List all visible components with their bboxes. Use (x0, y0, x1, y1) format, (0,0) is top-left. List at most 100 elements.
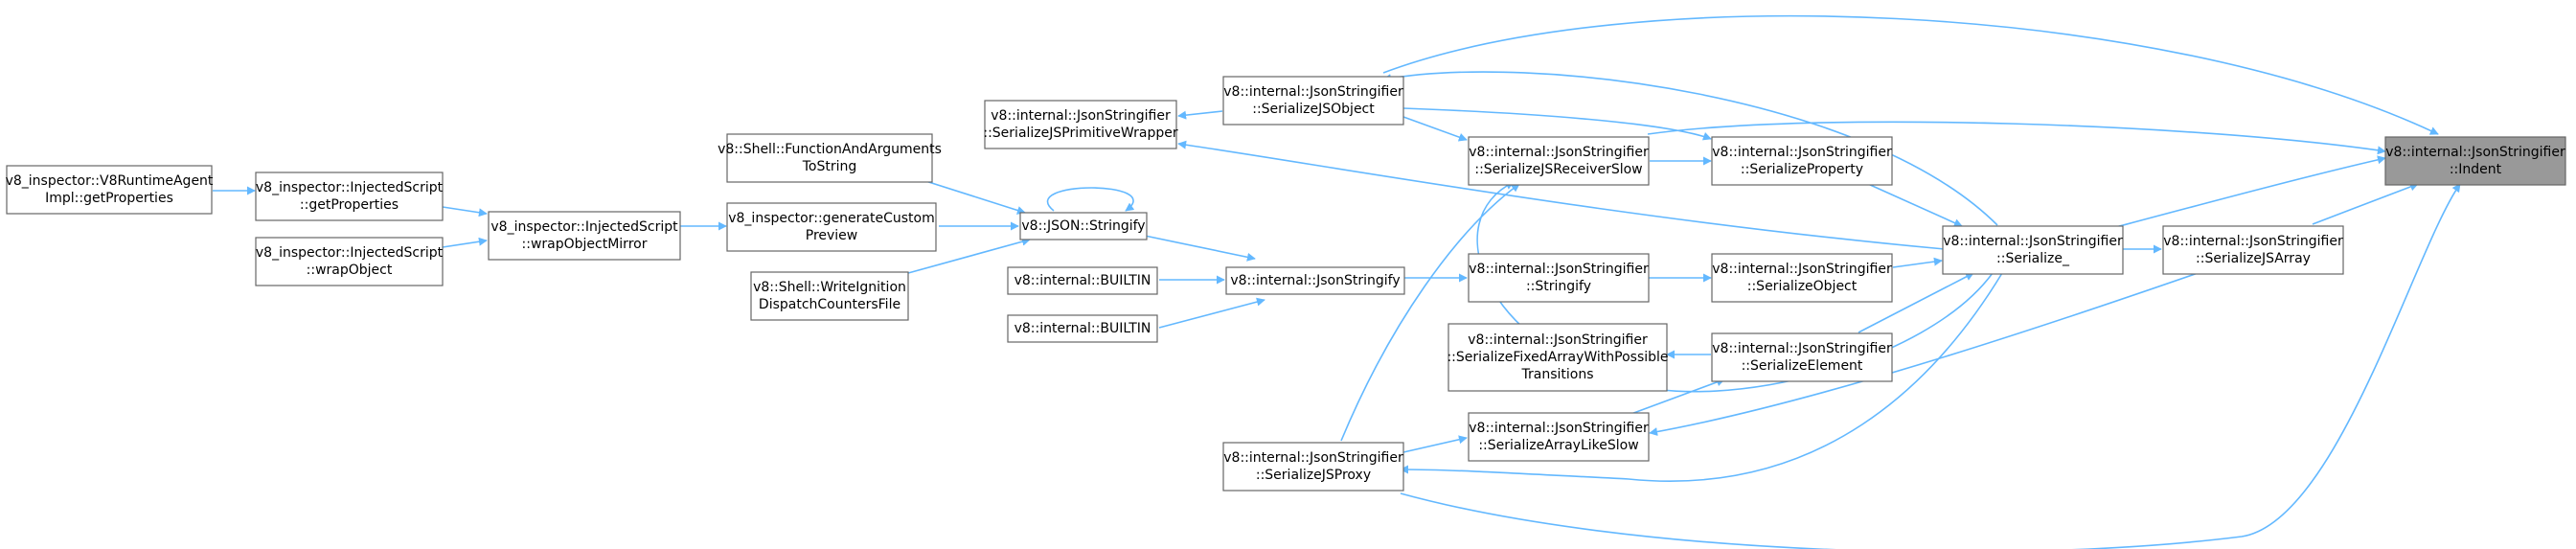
node-label-line: v8_inspector::InjectedScript (490, 219, 678, 235)
node-box (6, 165, 213, 215)
edge-serialize-to-serializejsobject (1382, 71, 1998, 226)
node-box (1468, 412, 1650, 462)
node-v8-inspector-injectedscript-wrapobjectmirror[interactable]: v8_inspector::InjectedScript::wrapObject… (488, 211, 681, 261)
node-v8-internal-jsonstringify[interactable]: v8::internal::JsonStringify (1225, 266, 1405, 295)
node-label-line: v8::internal::JsonStringifier (1469, 262, 1649, 277)
node-label-line: Preview (806, 228, 858, 243)
node-label-line: v8::internal::BUILTIN (1014, 273, 1151, 288)
node-box (726, 202, 937, 252)
node-label-line: v8::JSON::Stringify (1021, 218, 1145, 234)
node-v8-internal-jsonstringifier-indent[interactable]: v8::internal::JsonStringifier::Indent (2384, 136, 2566, 186)
node-box (255, 172, 444, 221)
node-v8-internal-jsonstringifier-serializeproperty[interactable]: v8::internal::JsonStringifier::Serialize… (1711, 136, 1893, 186)
node-box (1468, 136, 1650, 186)
node-label-line: ::SerializeJSReceiverSlow (1474, 162, 1642, 177)
node-label-line: v8_inspector::InjectedScript (256, 245, 444, 261)
node-box (1007, 314, 1158, 343)
node-label-line: DispatchCountersFile (759, 297, 900, 312)
node-box (726, 133, 933, 183)
node-box (750, 271, 909, 321)
node-box (1222, 442, 1404, 492)
edge-builtin2-to-jsonstringify (1158, 297, 1265, 329)
node-label-line: v8::internal::JsonStringifier (2385, 145, 2565, 160)
node-label-line: v8::internal::JsonStringifier (1712, 145, 1892, 160)
node-label-line: ::SerializeElement (1742, 358, 1863, 374)
node-v8-internal-jsonstringifier-serializejsproxy[interactable]: v8::internal::JsonStringifier::Serialize… (1222, 442, 1404, 492)
node-label-line: ::wrapObjectMirror (522, 237, 648, 252)
edge-serializejsobject-to-serializeproperty (1402, 107, 1712, 141)
node-box (1448, 323, 1668, 392)
node-label-line: ::SerializeObject (1747, 279, 1858, 294)
node-box (2384, 136, 2566, 186)
node-box (984, 100, 1177, 149)
node-label-line: v8::Shell::WriteIgnition (753, 280, 906, 295)
node-v8-inspector-injectedscript-wrapobject[interactable]: v8_inspector::InjectedScript::wrapObject (255, 237, 444, 286)
node-label-line: v8::internal::JsonStringifier (1223, 84, 1403, 100)
node-label-line: ::Serialize_ (1996, 251, 2070, 266)
node-label-line: Impl::getProperties (45, 191, 173, 206)
node-box (1942, 225, 2124, 275)
node-v8-inspector-v8runtimeagent-impl-getproperties[interactable]: v8_inspector::V8RuntimeAgentImpl::getPro… (6, 165, 214, 215)
node-v8-internal-jsonstringifier-serializeelement[interactable]: v8::internal::JsonStringifier::Serialize… (1711, 332, 1893, 382)
node-v8-internal-jsonstringifier-serializejsprimitivewrapper[interactable]: v8::internal::JsonStringifier::Serialize… (983, 100, 1178, 149)
node-label-line: ::Indent (2450, 162, 2502, 177)
edge-serializejsobject-to-serializejsreceiverslow (1402, 116, 1468, 142)
node-label-line: v8_inspector::generateCustom (728, 211, 935, 226)
node-v8-inspector-injectedscript-getproperties[interactable]: v8_inspector::InjectedScript::getPropert… (255, 172, 444, 221)
node-v8-internal-builtin[interactable]: v8::internal::BUILTIN (1007, 314, 1158, 343)
edge-serializejsarray-to-indent (2312, 182, 2419, 225)
node-label-line: v8::Shell::FunctionAndArguments (718, 142, 942, 157)
node-label-line: v8::internal::JsonStringifier (1712, 262, 1892, 277)
edge-serializejsproxy-to-serializearraylikeslow (1402, 435, 1468, 453)
node-label-line: ::getProperties (300, 197, 399, 213)
edge-jsonstringify-v8-to-jsonstringify (1144, 235, 1256, 262)
node-v8-internal-jsonstringifier-serializefixedarraywithpossible-transitions[interactable]: v8::internal::JsonStringifier::Serialize… (1447, 323, 1669, 392)
node-box (1222, 76, 1404, 126)
node-v8-internal-jsonstringifier-serialize[interactable]: v8::internal::JsonStringifier::Serialize… (1942, 225, 2124, 275)
node-v8-internal-builtin[interactable]: v8::internal::BUILTIN (1007, 266, 1158, 295)
edge-serializejsreceiverslow-to-indent (1647, 121, 2386, 155)
edge-serializejsobject-to-indent (1382, 14, 2439, 135)
node-box (2162, 225, 2344, 275)
edge-serializejsobject-to-serializejsprimitivewrapper (1177, 110, 1223, 120)
node-box (1007, 266, 1158, 295)
nodes: v8::internal::JsonStringifier::Indentv8:… (6, 76, 2566, 492)
edge-functionandarguments-to-v8json (919, 178, 1026, 215)
node-v8-internal-jsonstringifier-serializejsobject[interactable]: v8::internal::JsonStringifier::Serialize… (1222, 76, 1404, 126)
node-label-line: ::SerializeJSObject (1252, 102, 1375, 117)
node-box (1711, 253, 1893, 303)
node-label-line: v8::internal::JsonStringifier (1943, 234, 2123, 249)
node-box (488, 211, 681, 261)
node-box (1711, 332, 1893, 382)
node-v8-internal-jsonstringifier-serializejsreceiverslow[interactable]: v8::internal::JsonStringifier::Serialize… (1468, 136, 1650, 186)
edge-getproperties-to-wrapobjectmirror (442, 206, 488, 217)
node-label-line: ::Stringify (1526, 279, 1591, 294)
node-box (1225, 266, 1405, 295)
edge-serializeproperty-to-serialize (1867, 183, 1963, 227)
node-label-line: v8::internal::JsonStringifier (1712, 341, 1892, 356)
node-label-line: ::SerializeJSArray (2196, 251, 2311, 266)
node-label-line: v8::internal::JsonStringifier (1469, 145, 1649, 160)
node-v8-shell-writeignition-dispatchcountersfile[interactable]: v8::Shell::WriteIgnitionDispatchCounters… (750, 271, 909, 321)
node-label-line: v8::internal::JsonStringifier (991, 108, 1171, 124)
node-label-line: ::SerializeJSProxy (1256, 468, 1371, 483)
edge-serialize-to-serializejsprimitivewrapper (1177, 140, 1946, 250)
node-v8-internal-jsonstringifier-serializejsarray[interactable]: v8::internal::JsonStringifier::Serialize… (2162, 225, 2344, 275)
node-v8-json-stringify[interactable]: v8::JSON::Stringify (1019, 212, 1148, 240)
edge-serializejsarray-to-serializearraylikeslow (1649, 270, 2204, 436)
node-box (1711, 136, 1893, 186)
node-label-line: v8::internal::JsonStringifier (1223, 450, 1403, 466)
node-box (1468, 253, 1650, 303)
node-label-line: v8::internal::JsonStringify (1230, 273, 1400, 288)
edge-v8json-stringify-self-loop (1046, 187, 1135, 212)
node-v8-internal-jsonstringifier-stringify[interactable]: v8::internal::JsonStringifier::Stringify (1468, 253, 1650, 303)
node-label-line: ::wrapObject (307, 263, 393, 278)
edge-writeignition-to-v8json (907, 237, 1031, 274)
node-v8-internal-jsonstringifier-serializearraylikeslow[interactable]: v8::internal::JsonStringifier::Serialize… (1468, 412, 1650, 462)
node-label-line: v8::internal::JsonStringifier (1468, 332, 1648, 348)
node-label-line: ::SerializeProperty (1741, 162, 1863, 177)
node-v8-internal-jsonstringifier-serializeobject[interactable]: v8::internal::JsonStringifier::Serialize… (1711, 253, 1893, 303)
